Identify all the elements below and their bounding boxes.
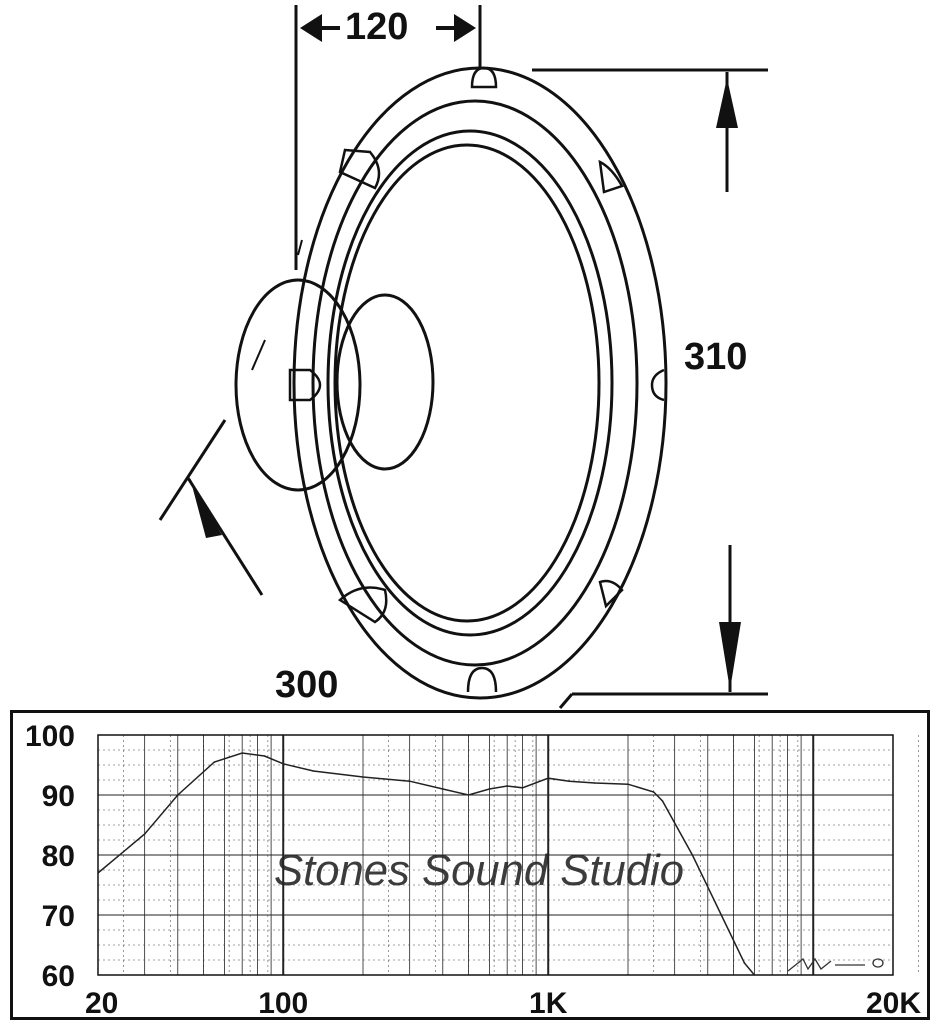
response-data-point xyxy=(143,833,146,835)
y-tick-label: 90 xyxy=(42,780,75,813)
y-tick-label: 60 xyxy=(42,960,75,993)
depth-arrow-left xyxy=(300,14,322,42)
depth-dimension-label: 120 xyxy=(345,6,409,48)
y-tick-label: 100 xyxy=(25,720,75,753)
mounting-hole-right xyxy=(650,368,665,402)
response-data-point xyxy=(441,788,444,790)
speaker-surround-ring xyxy=(326,129,614,637)
response-data-point xyxy=(282,763,285,765)
response-data-point xyxy=(594,782,596,784)
speaker-cone-edge xyxy=(333,143,601,623)
response-data-point xyxy=(362,776,364,778)
mounting-hole-upper-right xyxy=(598,159,624,194)
response-data-point xyxy=(467,794,470,796)
response-data-point xyxy=(408,780,411,782)
response-data-point xyxy=(547,777,550,779)
depth-arrow-right-shaft xyxy=(436,26,458,30)
x-tick-label: 100 xyxy=(258,987,308,1017)
x-axis-tick-labels: 20 100 1K 20K xyxy=(85,987,921,1017)
response-data-point xyxy=(661,800,664,802)
speaker-drawing xyxy=(158,5,768,709)
response-curve-points xyxy=(97,752,756,976)
speaker-magnet xyxy=(234,278,362,492)
x-tick-label: 20K xyxy=(866,987,921,1017)
dust-cap xyxy=(335,293,435,471)
speaker-gasket-ring xyxy=(311,99,639,667)
height-arrow-down xyxy=(719,622,741,690)
chart-watermark: Stones Sound Studio xyxy=(274,846,684,895)
response-data-point xyxy=(263,755,266,757)
cutout-diameter-label: 300 xyxy=(275,664,339,706)
outer-diameter-label: 310 xyxy=(684,336,748,378)
mounting-hole-lower-right xyxy=(598,579,624,609)
magnet-edge xyxy=(297,239,303,256)
response-data-point xyxy=(241,752,243,754)
height-arrow-up xyxy=(716,78,738,128)
mounting-hole-lower-left xyxy=(337,586,388,624)
response-data-point xyxy=(743,962,746,964)
depth-arrow-left-shaft xyxy=(318,26,340,30)
magnet-highlight xyxy=(251,339,266,371)
response-data-point xyxy=(720,914,723,916)
cutout-arrow xyxy=(190,478,222,538)
depth-arrow-right xyxy=(454,14,476,42)
mounting-hole-top xyxy=(470,66,498,89)
cutout-dimension-line xyxy=(158,419,227,521)
response-data-point xyxy=(521,787,524,789)
response-data-point xyxy=(652,791,655,793)
response-data-point xyxy=(568,780,571,782)
x-tick-label: 20 xyxy=(85,987,118,1017)
response-data-point xyxy=(753,974,756,976)
signature-mark xyxy=(787,957,884,972)
plot-area-border xyxy=(97,734,894,976)
mounting-hole-upper-left xyxy=(338,148,381,190)
y-tick-label: 80 xyxy=(42,840,75,873)
response-data-point xyxy=(312,770,315,772)
mounting-hole-left xyxy=(288,368,322,402)
y-axis-tick-labels: 100 90 80 70 60 xyxy=(25,720,75,993)
y-tick-label: 70 xyxy=(42,900,75,933)
response-data-point xyxy=(176,794,179,796)
height-extension-bottom-step xyxy=(558,693,574,709)
mounting-hole-bottom xyxy=(466,666,498,693)
response-data-point xyxy=(213,761,216,763)
response-data-point xyxy=(506,785,508,787)
response-data-point xyxy=(691,854,694,856)
x-tick-label: 1K xyxy=(529,987,568,1017)
response-data-point xyxy=(488,788,491,790)
response-data-point xyxy=(627,783,629,785)
response-data-point xyxy=(97,872,99,874)
